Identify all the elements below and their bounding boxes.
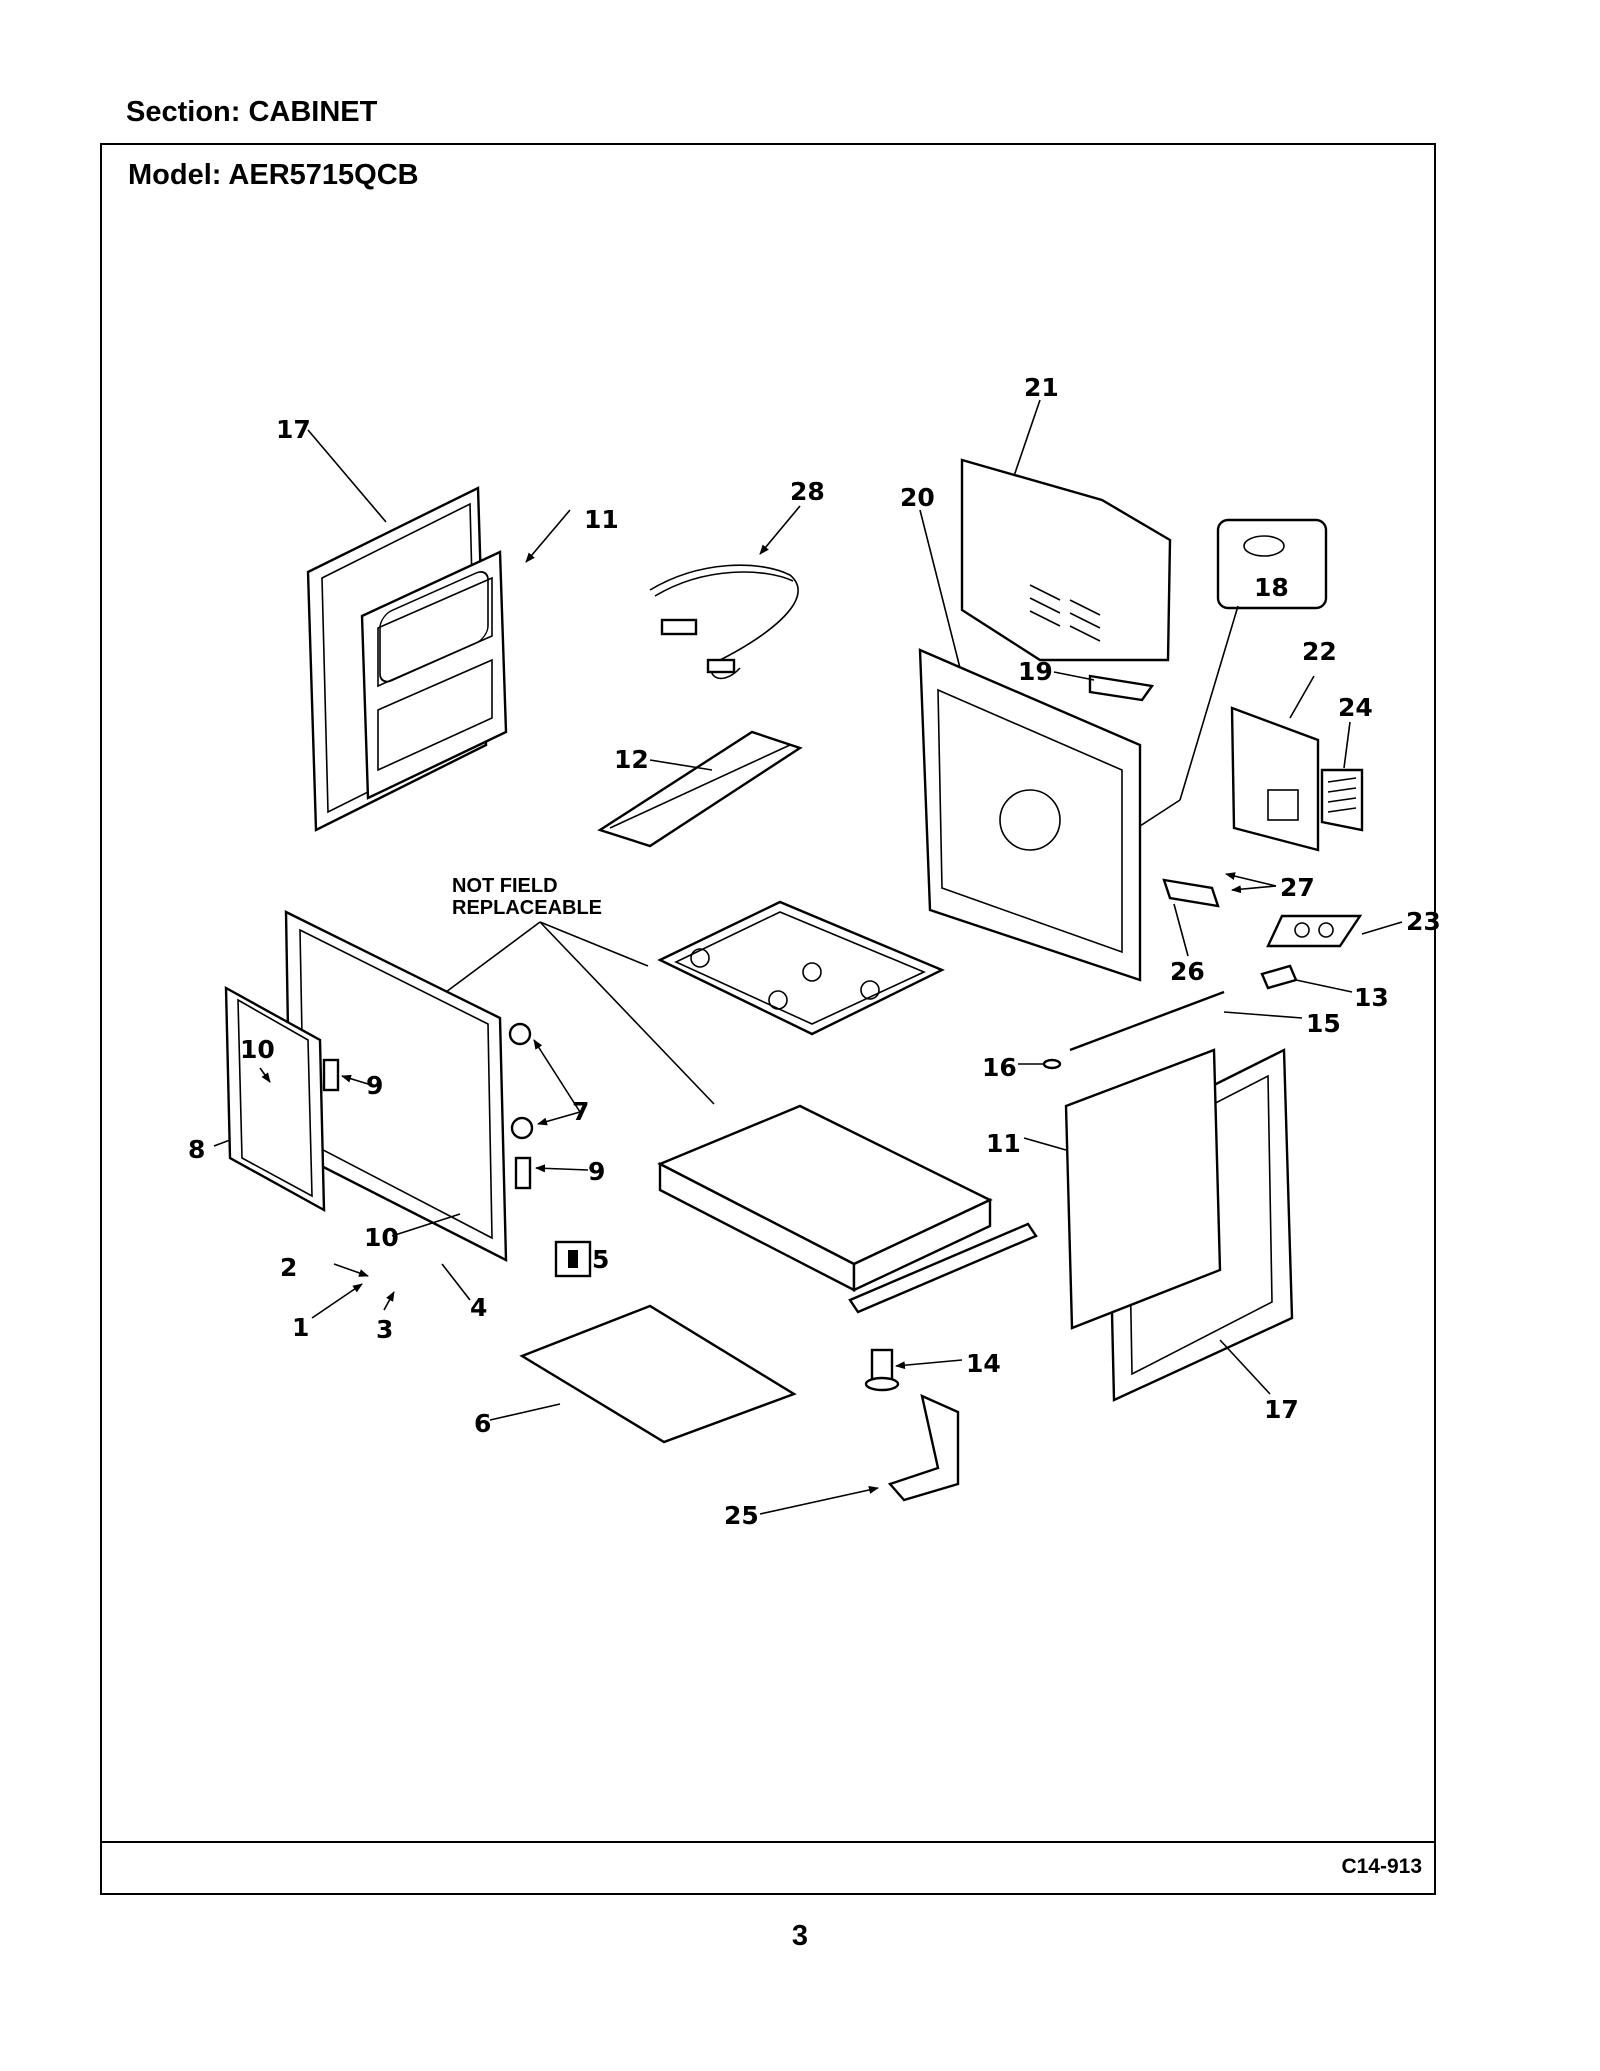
callout-labels: 1 2 3 4 5 6 7 8 9 9 10 10 11 11 12 13 14… [188,373,1441,1530]
callout-28: 28 [790,477,825,506]
section-title: Section: CABINET [126,96,378,128]
callout-10a: 10 [240,1035,275,1064]
part-19-bracket [1088,674,1155,702]
callout-12: 12 [614,745,649,774]
callout-17b: 17 [1264,1395,1299,1424]
callout-5: 5 [592,1245,609,1274]
part-11-inner-panel [360,550,508,800]
part-9-hinge [322,1058,340,1092]
base-pan [657,1104,1038,1314]
note-line-1: NOT FIELD [452,875,558,897]
callout-6: 6 [474,1409,491,1438]
cooktop-tray [657,900,945,1036]
part-21-rear-cover [960,458,1172,662]
callout-21: 21 [1024,373,1059,402]
callout-2: 2 [280,1253,297,1282]
callout-3: 3 [376,1315,393,1344]
part-15-rod [1069,990,1225,1052]
part-20-back-panel [918,648,1142,982]
part-9-hinge [514,1156,532,1190]
part-6-drawer-bottom [519,1304,797,1444]
callout-16: 16 [982,1053,1017,1082]
callout-25: 25 [724,1501,759,1530]
part-16-clip [1042,1058,1062,1070]
part-11-right-inner-panel [1064,1048,1222,1330]
callout-9a: 9 [366,1071,383,1100]
callout-19: 19 [1018,657,1053,686]
part-12-bracket [597,730,803,848]
model-title: Model: AER5715QCB [128,159,419,191]
callout-14: 14 [966,1349,1001,1378]
page-number: 3 [791,1920,809,1952]
callout-8: 8 [188,1135,205,1164]
part-13-bushing [1260,964,1298,990]
callout-24: 24 [1338,693,1373,722]
part-26-terminal-block [1162,878,1220,908]
callout-11a: 11 [584,505,619,534]
footer-divider [102,1841,1434,1843]
callout-18: 18 [1254,573,1289,602]
part-28-power-cord [649,564,799,680]
part-25-bracket [887,1393,960,1502]
callout-11b: 11 [986,1129,1021,1158]
front-frame [224,910,508,1262]
part-5-leveler [554,1240,592,1278]
leader-lines [213,399,1403,1515]
part-24-vent [1320,768,1364,832]
part-7-grommet [510,1116,534,1140]
callout-9b: 9 [588,1157,605,1186]
part-18-thermostat [1139,518,1328,827]
callout-15: 15 [1306,1009,1341,1038]
callout-26: 26 [1170,957,1205,986]
note-line-2: REPLACEABLE [452,897,602,919]
callout-17a: 17 [276,415,311,444]
not-field-replaceable-note: NOT FIELD REPLACEABLE [452,875,602,919]
part-23-plate [1266,914,1363,948]
callout-27: 27 [1280,873,1315,902]
callout-22: 22 [1302,637,1337,666]
callout-1: 1 [292,1313,309,1342]
diagram-frame: Model: AER5715QCB C14-913 [100,143,1436,1895]
callout-23: 23 [1406,907,1441,936]
callout-13: 13 [1354,983,1389,1012]
part-7-grommet [508,1022,532,1046]
callout-20: 20 [900,483,935,512]
drawing-code: C14-913 [1341,1855,1422,1878]
callout-7: 7 [572,1097,589,1126]
callout-10b: 10 [364,1223,399,1252]
part-14-leveling-leg [864,1348,900,1392]
callout-4: 4 [470,1293,487,1322]
part-22-housing [1230,706,1320,852]
